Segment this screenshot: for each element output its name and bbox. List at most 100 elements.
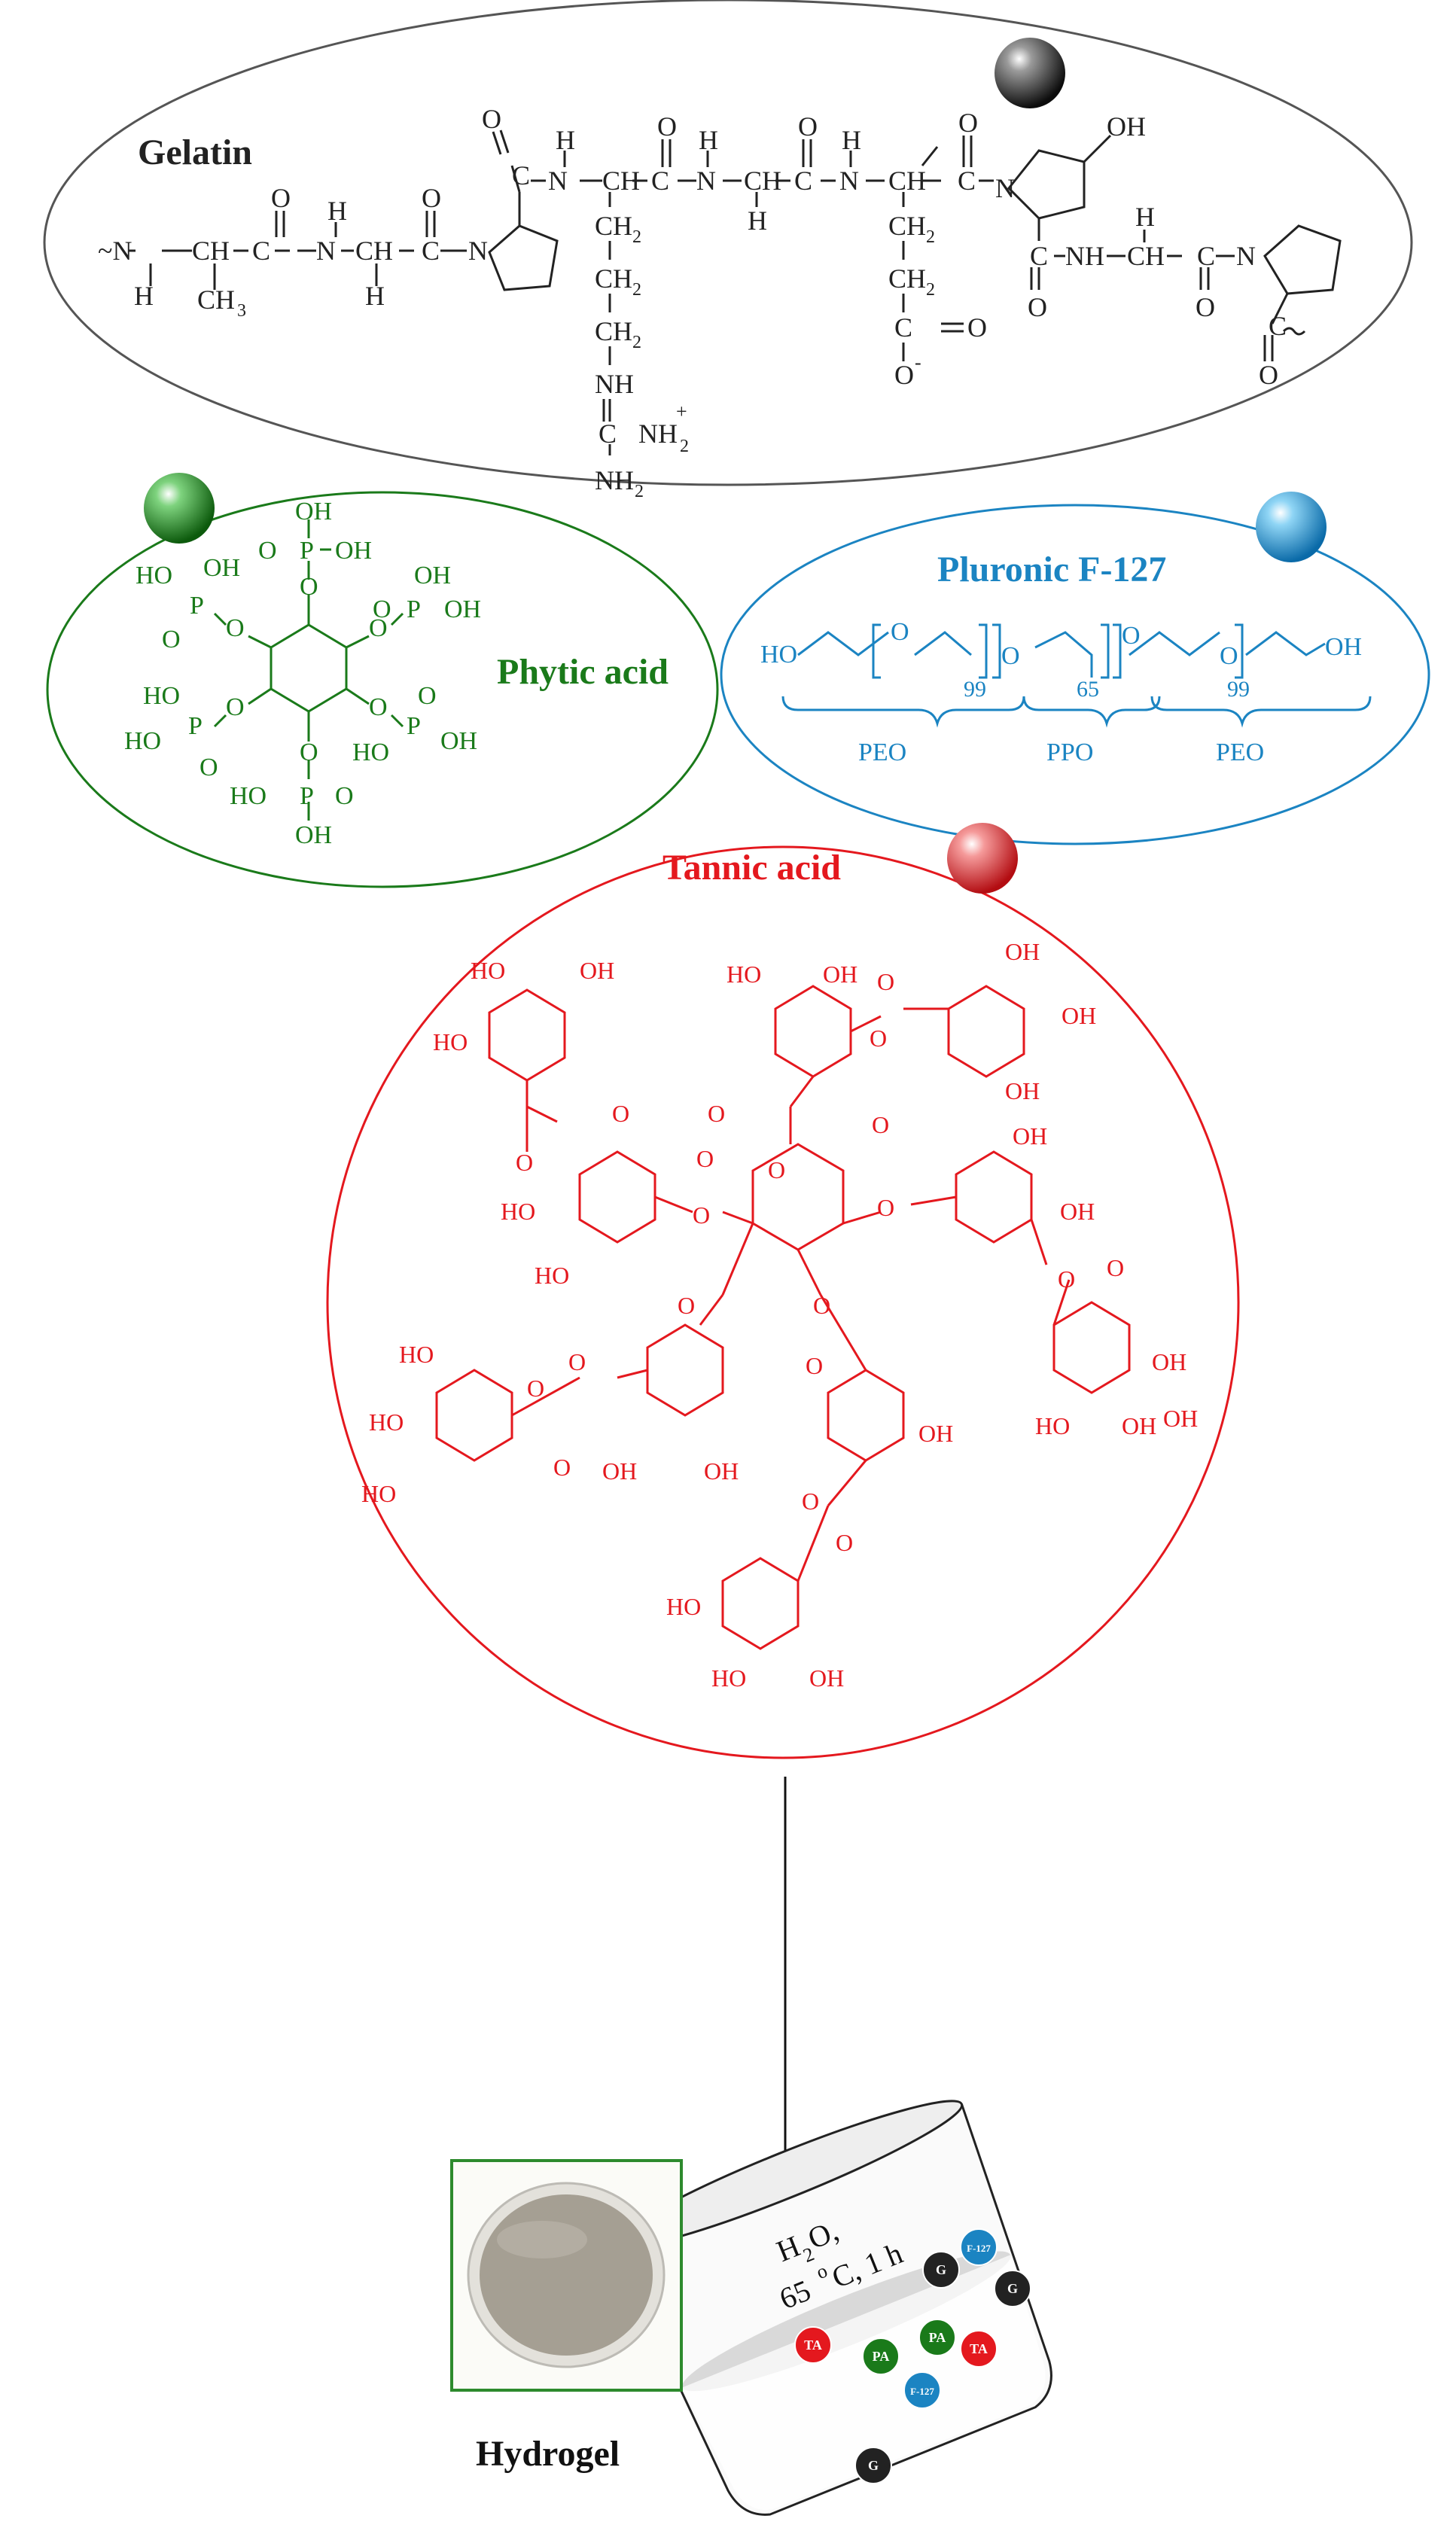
svg-text:OH: OH [1013, 1122, 1047, 1150]
svg-text:O: O [708, 1100, 725, 1127]
svg-text:C: C [599, 419, 617, 449]
bead-label: F-127 [910, 2386, 934, 2397]
svg-text:2: 2 [632, 227, 641, 247]
beaker: H 2 O, 65 o C, 1 h [592, 2100, 1052, 2516]
phytic-acid-structure [213, 519, 404, 821]
svg-text:P: P [300, 537, 314, 565]
svg-text:PEO: PEO [858, 739, 906, 766]
svg-text:N: N [696, 166, 716, 196]
svg-text:O: O [1259, 360, 1278, 390]
tannic-acid-group: Tannic acid [326, 823, 1240, 1759]
svg-text:O: O [872, 1111, 889, 1138]
svg-text:H: H [748, 206, 767, 236]
svg-text:3: 3 [237, 301, 246, 321]
svg-text:OH: OH [918, 1420, 953, 1447]
pluronic-ellipse [720, 504, 1430, 845]
svg-text:N: N [468, 236, 488, 266]
svg-text:C: C [422, 236, 440, 266]
svg-text:O: O [527, 1375, 544, 1402]
svg-text:CH: CH [197, 285, 235, 315]
bead-label: F-127 [967, 2243, 991, 2254]
svg-text:O: O [1058, 1265, 1075, 1293]
svg-text:HO: HO [352, 739, 389, 766]
svg-text:OH: OH [602, 1457, 637, 1485]
bead-pa [862, 2337, 900, 2375]
svg-text:HO: HO [369, 1409, 404, 1436]
svg-text:+: + [676, 400, 687, 422]
svg-text:O: O [516, 1149, 533, 1176]
svg-text:H: H [699, 125, 718, 155]
svg-text:OH: OH [1163, 1405, 1198, 1432]
svg-text:H: H [327, 196, 347, 226]
svg-text:O: O [657, 111, 677, 142]
pluronic-structure [781, 623, 1372, 728]
svg-text:CH: CH [355, 236, 393, 266]
svg-text:PPO: PPO [1046, 739, 1093, 766]
svg-text:O: O [870, 1025, 887, 1052]
svg-text:C: C [894, 312, 912, 343]
svg-text:PEO: PEO [1216, 739, 1264, 766]
svg-text:CH: CH [595, 263, 632, 294]
svg-text:OH: OH [704, 1457, 739, 1485]
svg-text:OH: OH [203, 554, 240, 582]
svg-text:HO: HO [143, 682, 180, 710]
svg-text:HO: HO [501, 1198, 535, 1225]
svg-text:O: O [768, 1156, 785, 1183]
svg-text:CH: CH [595, 211, 632, 241]
svg-text:NH: NH [638, 419, 678, 449]
svg-text:2: 2 [635, 482, 644, 501]
bead-label: G [936, 2262, 946, 2277]
svg-text:O: O [369, 693, 388, 721]
svg-text:C: C [1030, 241, 1048, 271]
svg-text:OH: OH [823, 961, 857, 988]
svg-text:HO: HO [471, 957, 505, 984]
svg-text:O: O [806, 1352, 823, 1379]
svg-text:99: 99 [1227, 677, 1250, 702]
petri-dish-highlight [497, 2221, 587, 2258]
svg-text:H: H [365, 281, 385, 311]
svg-text:O: O [1220, 642, 1238, 670]
svg-text:O: O [967, 312, 987, 343]
svg-text:O: O [696, 1145, 714, 1172]
svg-text:HO: HO [136, 562, 172, 589]
svg-text:2: 2 [632, 280, 641, 300]
bead-label: G [868, 2458, 879, 2473]
svg-text:O: O [678, 1292, 695, 1319]
svg-text:H: H [134, 281, 154, 311]
svg-text:O: O [813, 1292, 830, 1319]
svg-text:OH: OH [1005, 938, 1040, 965]
svg-text:~N: ~N [98, 236, 132, 266]
gelatin-sphere-icon [995, 38, 1065, 108]
svg-text:N: N [839, 166, 859, 196]
svg-text:O: O [200, 754, 218, 781]
svg-text:O: O [335, 782, 354, 810]
svg-text:OH: OH [1005, 1077, 1040, 1104]
svg-text:O: O [162, 626, 181, 653]
hydrogel-label: Hydrogel [476, 2434, 620, 2474]
svg-text:P: P [407, 712, 421, 740]
tannic-acid-sphere-icon [947, 823, 1018, 894]
svg-text:OH: OH [1062, 1002, 1096, 1029]
svg-text:CH: CH [888, 166, 926, 196]
svg-text:O: O [802, 1488, 819, 1515]
svg-text:O: O [891, 618, 909, 646]
svg-text:O: O [373, 595, 391, 623]
gelatin-atom-labels: ~N H CH CH 3 C O N H CH H C O N C O N H … [98, 104, 1287, 501]
svg-text:O: O [1196, 292, 1215, 322]
svg-text:N: N [548, 166, 568, 196]
gelatin-label: Gelatin [138, 132, 252, 172]
svg-text:O: O [836, 1529, 853, 1556]
svg-text:HO: HO [666, 1593, 701, 1620]
phytic-acid-label: Phytic acid [497, 652, 669, 692]
svg-text:2: 2 [926, 227, 935, 247]
svg-text:CH: CH [192, 236, 230, 266]
bead-g [994, 2270, 1031, 2307]
svg-text:NH: NH [595, 369, 634, 399]
svg-text:O: O [693, 1201, 710, 1229]
svg-text:O: O [798, 111, 818, 142]
pluronic-atom-labels: HO O O O O OH 99 65 99 PEO PPO PEO [760, 618, 1362, 766]
svg-text:O: O [300, 739, 318, 766]
gelatin-structure [128, 129, 1342, 455]
svg-text:O: O [271, 183, 291, 213]
